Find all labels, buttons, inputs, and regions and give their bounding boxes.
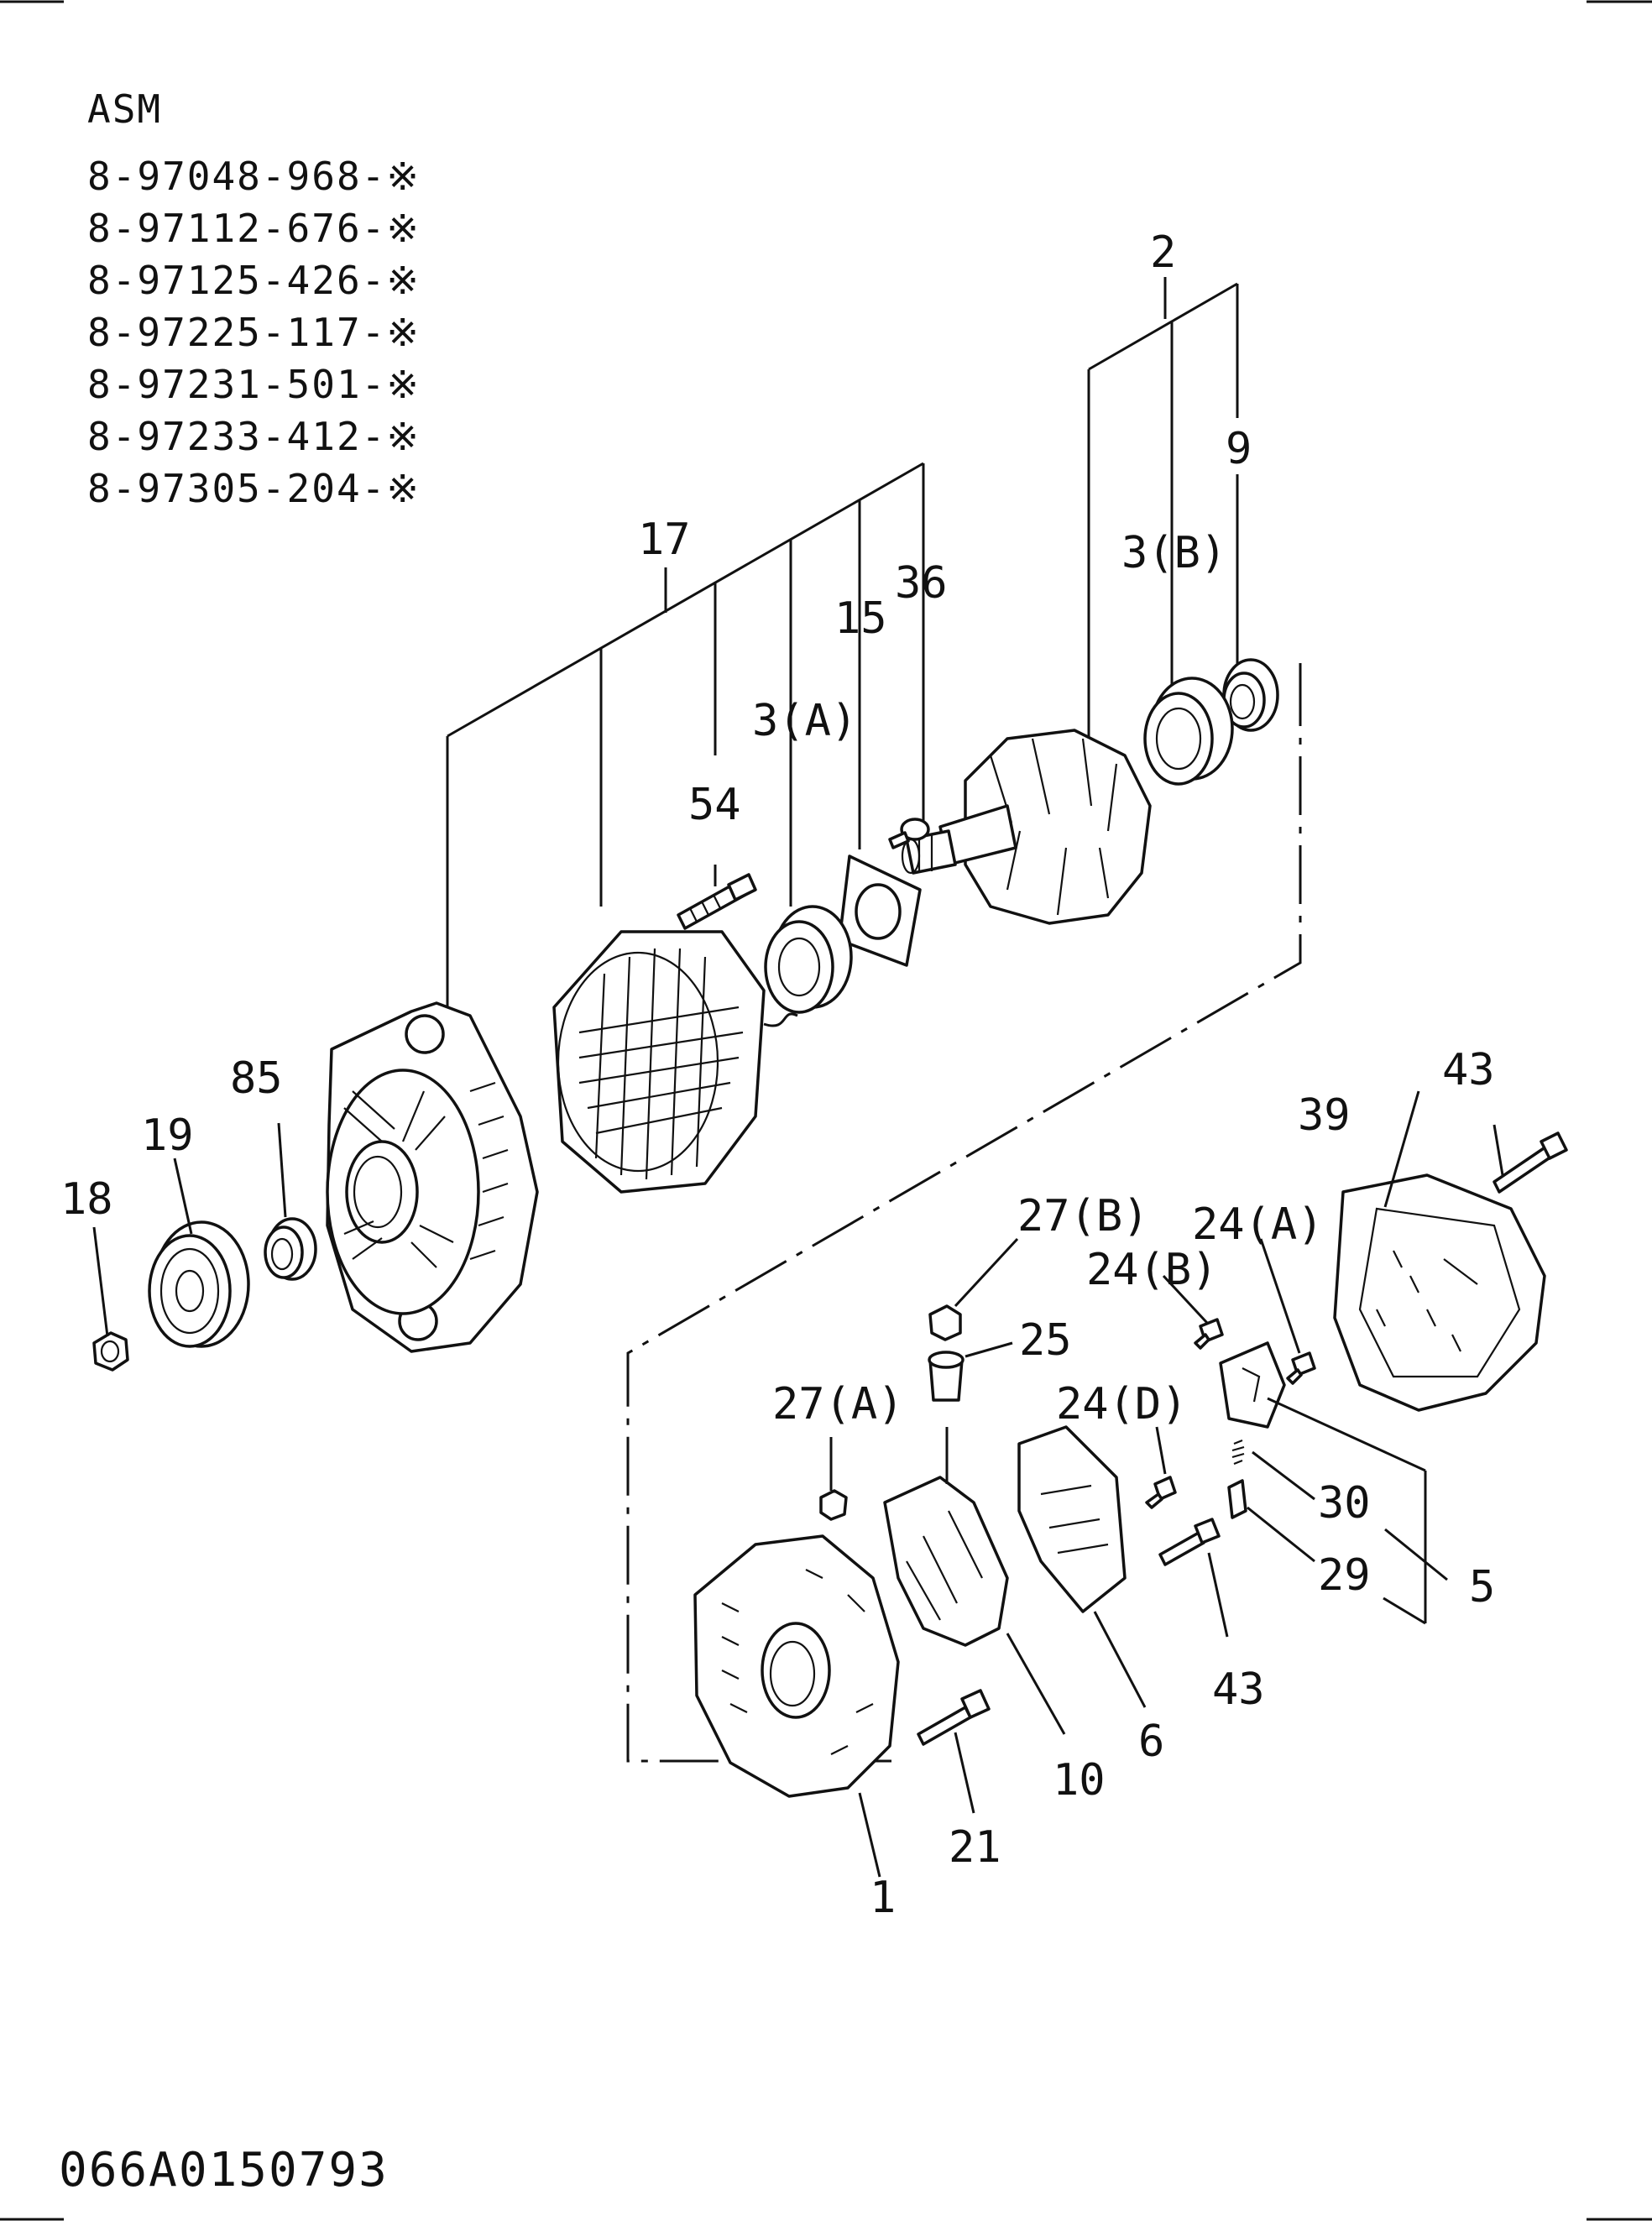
- stud-54: [677, 873, 757, 930]
- asm-title: ASM: [87, 86, 162, 132]
- callout-1: 1: [870, 1873, 896, 1923]
- callout-6: 6: [1138, 1717, 1164, 1767]
- callout-18: 18: [60, 1174, 113, 1225]
- spring-30: [1231, 1439, 1245, 1466]
- screw-24d: [1145, 1476, 1177, 1509]
- bearing-3b: [1143, 677, 1234, 786]
- pulley-19: [148, 1220, 250, 1348]
- rectifier-10: [883, 1427, 1009, 1647]
- part-number-2: 8-97112-676-※: [87, 206, 421, 251]
- callout-25: 25: [1019, 1315, 1072, 1366]
- leader-lines-upper: [446, 277, 1239, 1039]
- nut-18: [92, 1331, 129, 1372]
- callout-85: 85: [230, 1053, 283, 1104]
- front-housing: [326, 1001, 539, 1353]
- callout-39: 39: [1298, 1090, 1351, 1141]
- callout-43-top: 43: [1442, 1045, 1495, 1095]
- callout-30: 30: [1318, 1478, 1371, 1529]
- stator-17: [552, 930, 798, 1194]
- bearing-3a: [764, 905, 853, 1014]
- callout-21: 21: [949, 1822, 1001, 1873]
- callout-19: 19: [141, 1110, 194, 1161]
- callout-9: 9: [1226, 424, 1252, 474]
- callout-17: 17: [638, 515, 691, 565]
- rear-cover-39: [1333, 1173, 1546, 1412]
- callout-3b: 3(B): [1121, 528, 1226, 578]
- nut-27b: [928, 1304, 962, 1341]
- callout-3a: 3(A): [752, 696, 857, 746]
- insulator-25: [928, 1351, 965, 1402]
- callout-24b: 24(B): [1086, 1245, 1218, 1295]
- collar-85: [264, 1217, 317, 1281]
- part-number-7: 8-97305-204-※: [87, 466, 421, 511]
- rear-housing-1: [693, 1534, 900, 1798]
- part-number-3: 8-97125-426-※: [87, 258, 421, 303]
- assembly-lines: [626, 663, 1302, 1763]
- plate-15: [838, 854, 922, 967]
- callout-29: 29: [1318, 1550, 1371, 1601]
- rotor: [901, 729, 1152, 925]
- callout-36: 36: [895, 558, 948, 609]
- callout-24d: 24(D): [1056, 1379, 1188, 1429]
- part-number-4: 8-97225-117-※: [87, 310, 421, 355]
- callout-27a: 27(A): [772, 1379, 904, 1429]
- bearing-9: [1222, 658, 1279, 732]
- bolt-43-lower: [1158, 1518, 1221, 1566]
- callout-43-lower: 43: [1212, 1664, 1265, 1715]
- part-number-6: 8-97233-412-※: [87, 414, 421, 459]
- callout-10: 10: [1053, 1755, 1106, 1806]
- callout-24a: 24(A): [1192, 1199, 1324, 1250]
- diagram-code: 066A0150793: [59, 2143, 389, 2197]
- callout-54: 54: [688, 780, 741, 830]
- screw-36: [888, 818, 930, 849]
- callout-labels: 2 9 3(B) 17 36 15 3(A) 54 85 19 18 43 39…: [60, 227, 1495, 1923]
- leader-lines-lower: [829, 1090, 1504, 1878]
- part-number-1: 8-97048-968-※: [87, 154, 421, 199]
- screw-24b: [1194, 1318, 1224, 1350]
- bolt-43-top: [1493, 1131, 1568, 1194]
- callout-27b: 27(B): [1017, 1191, 1149, 1241]
- screw-24a: [1286, 1351, 1316, 1385]
- brush-holder-5: [1219, 1341, 1286, 1429]
- part-number-5: 8-97231-501-※: [87, 362, 421, 407]
- callout-2: 2: [1150, 227, 1176, 278]
- leader-lines-left: [92, 865, 717, 1337]
- regulator-6: [1017, 1425, 1127, 1613]
- nut-27a: [819, 1489, 848, 1521]
- callout-5: 5: [1469, 1562, 1495, 1612]
- bolt-21: [917, 1689, 991, 1746]
- callout-15: 15: [834, 593, 887, 644]
- brush-29: [1227, 1479, 1247, 1519]
